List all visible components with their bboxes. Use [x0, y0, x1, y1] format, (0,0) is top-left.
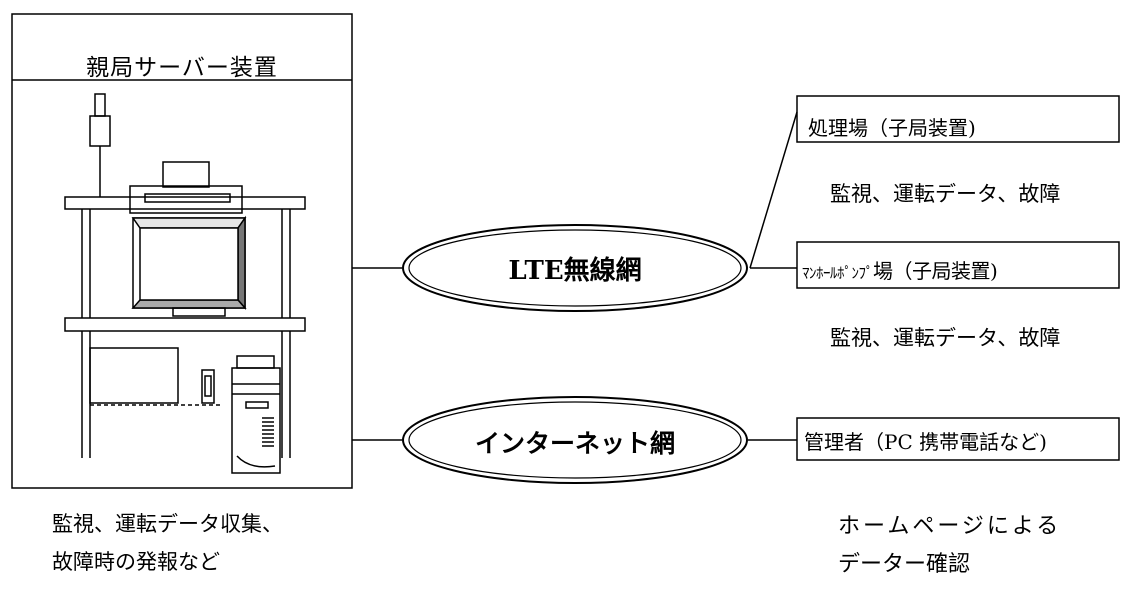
- pump-station-label-prefix: ﾏﾝﾎｰﾙﾎﾟﾝﾌﾟ: [802, 264, 874, 282]
- internet-network-ellipse: [402, 396, 748, 484]
- treatment-plant-box: [796, 95, 1120, 143]
- treatment-plant-data: 監視、運転データ、故障: [830, 182, 1061, 206]
- pump-station-box: [796, 241, 1120, 289]
- treatment-plant-label: 処理場（子局装置): [808, 116, 976, 140]
- lte-network-label: LTE無線網: [508, 256, 642, 286]
- server-title: 親局サーバー装置: [86, 55, 278, 81]
- pump-station-label-suffix: 場（子局装置): [873, 259, 998, 283]
- pump-station-label: ﾏﾝﾎｰﾙﾎﾟﾝﾌﾟ場（子局装置): [802, 255, 998, 284]
- server-caption-line2: 故障時の発報など: [52, 550, 220, 574]
- admin-note-line1: ホームページによる: [838, 514, 1062, 539]
- link-lte-treatment: [749, 111, 798, 269]
- lte-network-ellipse: [402, 224, 748, 312]
- admin-note-line2: データー確認: [838, 552, 971, 577]
- admin-box: [796, 417, 1120, 461]
- server-illustration: [64, 93, 306, 474]
- pump-station-data: 監視、運転データ、故障: [830, 326, 1061, 350]
- internet-network-label: インターネット網: [474, 429, 675, 458]
- admin-label: 管理者（PC 携帯電話など): [804, 430, 1047, 454]
- server-caption-line1: 監視、運転データ収集、: [52, 512, 283, 536]
- server-frame: [11, 13, 353, 489]
